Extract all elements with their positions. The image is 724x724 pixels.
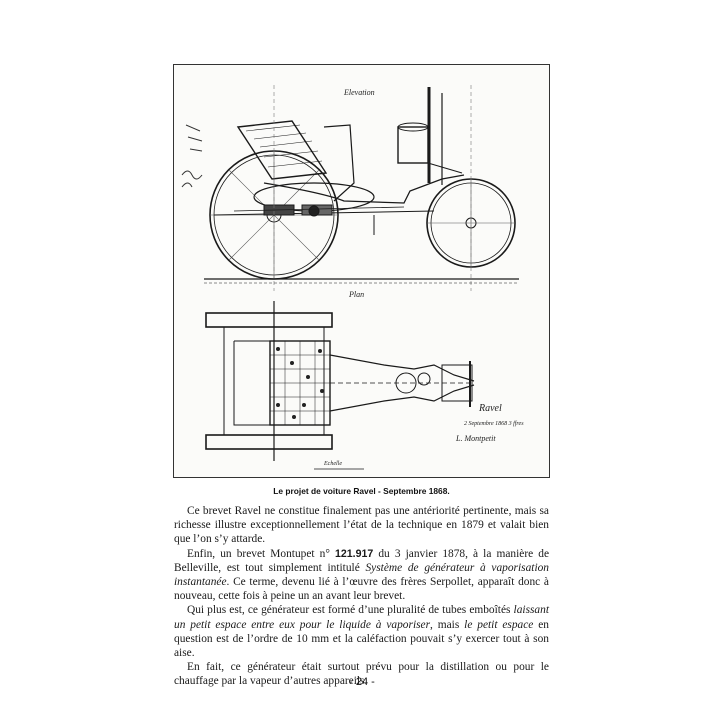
paragraph-1: Ce brevet Ravel ne constitue finalement …	[174, 505, 549, 546]
patent-drawing-figure: Elevation Plan Ravel 2 Septembre 1868 3 …	[173, 64, 550, 478]
paragraph-3-mid: , mais	[430, 618, 465, 631]
patent-number: 121.917	[334, 547, 374, 560]
margin-handwriting	[181, 124, 203, 188]
paragraph-2: Enfin, un brevet Montupet n° 121.917 du …	[174, 547, 549, 604]
annotation-ravel: Ravel	[478, 403, 502, 414]
paragraph-3-quote-1: laissant un petit espace entre eux pour …	[174, 604, 549, 631]
paragraph-4: En fait, ce générateur était surtout pré…	[174, 661, 549, 688]
paragraph-3-start: Qui plus est, ce générateur est formé d’…	[187, 604, 514, 617]
paragraph-3-end: en question est de l’ordre de 10 mm et l…	[174, 618, 550, 660]
paragraph-3: Qui plus est, ce générateur est formé d’…	[174, 603, 549, 660]
body-text: Ce brevet Ravel ne constitue finalement …	[174, 504, 549, 689]
annotation-signature: L. Montpetit	[455, 434, 496, 443]
paragraph-2-start: Enfin, un brevet Montupet n°	[187, 547, 335, 560]
page-number: - 24 -	[349, 676, 375, 688]
annotation-elevation: Elevation	[343, 88, 375, 97]
patent-title: Système de générateur à vaporisation ins…	[174, 561, 549, 589]
annotation-plan: Plan	[348, 290, 364, 299]
steam-car-drawing: Elevation Plan Ravel 2 Septembre 1868 3 …	[181, 85, 524, 470]
paragraph-2-mid: du 3 janvier 1878, à la manière de Belle…	[174, 547, 550, 574]
paragraph-3-quote-2: le petit espace	[464, 618, 534, 631]
paragraph-2-end: . Ce terme, devenu lié à l’œuvre des frè…	[174, 576, 549, 603]
annotation-date: 2 Septembre 1868 3 ffres	[464, 420, 524, 427]
figure-caption: Le projet de voiture Ravel - Septembre 1…	[273, 486, 450, 496]
annotation-scale: Echelle	[323, 461, 342, 467]
